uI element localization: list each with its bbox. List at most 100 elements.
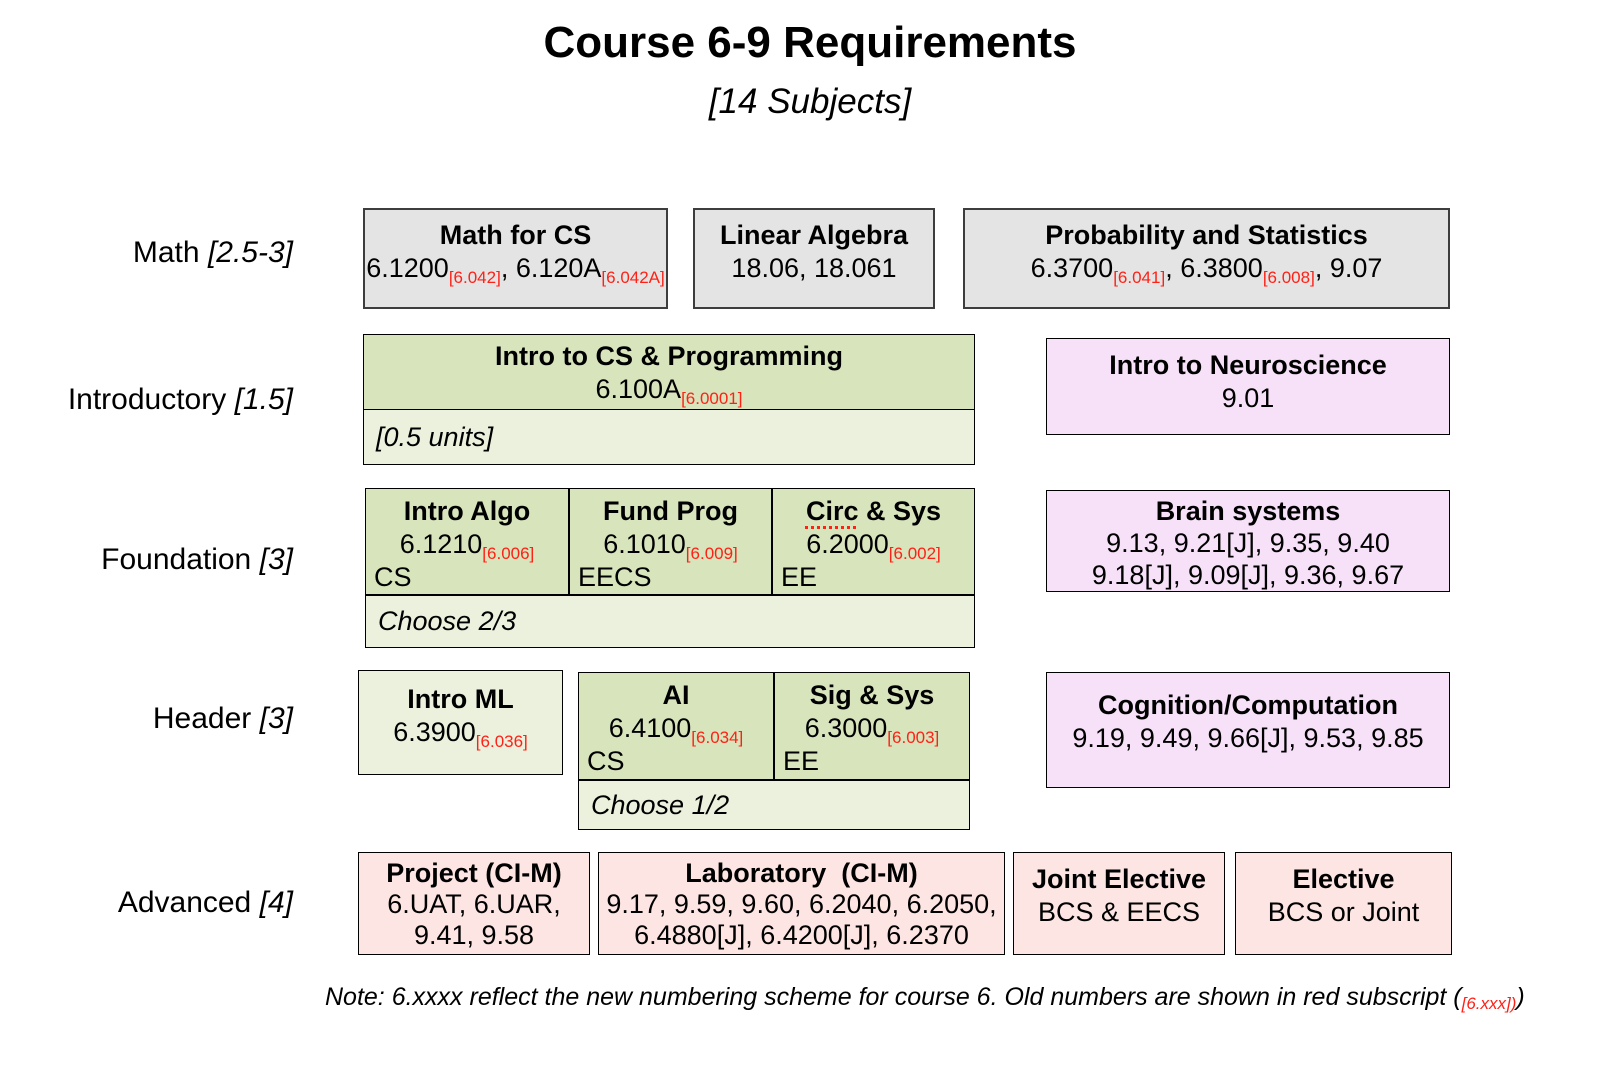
page-title: Course 6-9 Requirements [543, 18, 1077, 67]
box-title: Intro ML [407, 684, 514, 714]
box-title: Sig & Sys [809, 680, 935, 710]
box-title-spellcheck-underline: Circ [805, 496, 859, 526]
box-title: Laboratory (CI-M) [685, 858, 918, 888]
row-label-count: [1.5] [234, 383, 293, 416]
course-numbers: 6.3900[6.036] [359, 716, 562, 751]
box-ai: AI 6.4100[6.034] CS [578, 672, 774, 780]
course-numbers: BCS & EECS [1037, 897, 1201, 927]
course-number: 6.3700 [1030, 253, 1114, 283]
row-label-introductory: Introductory[1.5] [0, 383, 293, 417]
old-number-subscript: [6.006] [482, 544, 535, 563]
row-label-text: Introductory [67, 383, 227, 416]
row-label-count: [4] [259, 886, 293, 919]
box-intro-algo: Intro Algo 6.1210[6.006] CS [365, 488, 569, 595]
box-title: Circ & Sys [773, 495, 974, 528]
box-intro-ml: Intro ML 6.3900[6.036] [358, 670, 563, 775]
box-math-for-cs: Math for CS 6.1200[6.042], 6.120A[6.042A… [363, 208, 668, 309]
row-label-advanced: Advanced[4] [0, 886, 293, 920]
box-brain-systems: Brain systems 9.13, 9.21[J], 9.35, 9.40 … [1046, 490, 1450, 592]
row-label-count: [3] [259, 702, 293, 735]
course-numbers: 6.1200[6.042], 6.120A[6.042A] [365, 252, 666, 287]
note-closing-paren: ) [1516, 983, 1525, 1011]
course-numbers: 6.1210[6.006] [366, 528, 568, 563]
box-title: Cognition/Computation [1098, 690, 1398, 720]
choose-text: Choose 1/2 [591, 789, 730, 820]
row-label-text: Math [132, 236, 200, 269]
course-numbers: 9.13, 9.21[J], 9.35, 9.40 [1106, 528, 1390, 558]
dept-tag: EE [783, 746, 820, 776]
course-numbers: 6.4880[J], 6.4200[J], 6.2370 [634, 920, 969, 950]
course-number: 6.1210 [399, 529, 483, 559]
old-number-subscript: [6.034] [691, 728, 744, 747]
course-numbers: 9.19, 9.49, 9.66[J], 9.53, 9.85 [1072, 723, 1424, 753]
dept-tag: CS [374, 562, 412, 592]
box-intro-neuroscience: Intro to Neuroscience 9.01 [1046, 338, 1450, 435]
box-header-choose: Choose 1/2 [578, 780, 970, 830]
box-elective: Elective BCS or Joint [1235, 852, 1452, 955]
course-number: 6.120A [515, 253, 602, 283]
choose-text: Choose 2/3 [378, 606, 517, 636]
box-title: Joint Elective [1031, 864, 1207, 894]
box-cognition-computation: Cognition/Computation 9.19, 9.49, 9.66[J… [1046, 672, 1450, 788]
course-number: 6.2000 [806, 529, 889, 559]
row-label-count: [2.5-3] [207, 236, 293, 269]
box-title: Probability and Statistics [1045, 220, 1368, 250]
box-title: Project (CI-M) [386, 858, 562, 888]
row-label-text: Foundation [101, 543, 252, 576]
box-intro-cs-footnote: [0.5 units] [363, 409, 975, 465]
dept-tag: CS [587, 746, 625, 776]
box-fund-prog: Fund Prog 6.1010[6.009] EECS [569, 488, 772, 595]
box-title: Brain systems [1155, 496, 1341, 526]
old-number-subscript: [6.041] [1113, 268, 1166, 287]
course-number: 6.4100 [608, 713, 692, 743]
course-number: 6.100A [595, 374, 682, 404]
row-label-text: Advanced [117, 886, 252, 919]
box-title: Intro Algo [403, 496, 531, 526]
box-linear-algebra: Linear Algebra 18.06, 18.061 [693, 208, 935, 309]
course-numbers: 6.4100[6.034] [579, 712, 773, 747]
box-title: Intro to Neuroscience [1109, 350, 1387, 380]
row-label-foundation: Foundation[3] [0, 543, 293, 577]
page-subtitle: [14 Subjects] [708, 82, 912, 121]
old-number-subscript: [6.002] [888, 544, 941, 563]
box-title-rest: & Sys [858, 496, 942, 526]
old-number-subscript: [6.042] [448, 268, 501, 287]
separator: , [1165, 253, 1181, 283]
box-circ-sys: Circ & Sys 6.2000[6.002] EE [772, 488, 975, 595]
old-number-subscript: [6.042A] [601, 268, 665, 287]
note-text: Note: 6.xxxx reflect the new numbering s… [325, 983, 1462, 1011]
row-label-count: [3] [259, 543, 293, 576]
box-title: Elective [1292, 864, 1395, 894]
footnote-text: [0.5 units] [376, 421, 494, 452]
box-project-cim: Project (CI-M) 6.UAT, 6.UAR, 9.41, 9.58 [358, 852, 590, 955]
course-number: 6.3800 [1180, 253, 1263, 283]
box-laboratory-cim: Laboratory (CI-M) 9.17, 9.59, 9.60, 6.20… [598, 852, 1005, 955]
course-numbers: BCS or Joint [1267, 897, 1420, 927]
course-number: 6.1010 [603, 529, 686, 559]
row-label-text: Header [152, 702, 252, 735]
course-number: , 9.07 [1314, 253, 1383, 283]
dept-tag: EECS [578, 562, 652, 592]
course-numbers: 9.17, 9.59, 9.60, 6.2040, 6.2050, [606, 889, 997, 919]
box-sig-sys: Sig & Sys 6.3000[6.003] EE [774, 672, 970, 780]
course-numbers: 6.UAT, 6.UAR, [387, 889, 561, 919]
course-numbers: 9.01 [1221, 383, 1275, 413]
old-number-subscript: [6.008] [1262, 268, 1315, 287]
course-number: 6.3000 [804, 713, 888, 743]
box-title: Math for CS [439, 220, 592, 250]
box-foundation-choose: Choose 2/3 [365, 595, 975, 648]
course-number: 6.3900 [393, 717, 476, 747]
box-title: AI [662, 680, 690, 710]
old-number-subscript: [6.036] [475, 732, 528, 751]
course-numbers: 6.3000[6.003] [775, 712, 969, 746]
course-numbers: 18.06, 18.061 [731, 253, 897, 283]
box-title: Fund Prog [603, 496, 738, 526]
old-number-subscript: [6.009] [685, 544, 738, 563]
course-numbers: 6.100A[6.0001] [364, 373, 974, 407]
course-numbers: 9.41, 9.58 [413, 920, 535, 950]
old-number-subscript: [6.xxx]) [1461, 994, 1517, 1013]
row-label-header: Header[3] [0, 702, 293, 736]
box-joint-elective: Joint Elective BCS & EECS [1013, 852, 1225, 955]
course-numbers: 6.3700[6.041], 6.3800[6.008], 9.07 [965, 252, 1448, 287]
box-title: Intro to CS & Programming [494, 341, 843, 371]
